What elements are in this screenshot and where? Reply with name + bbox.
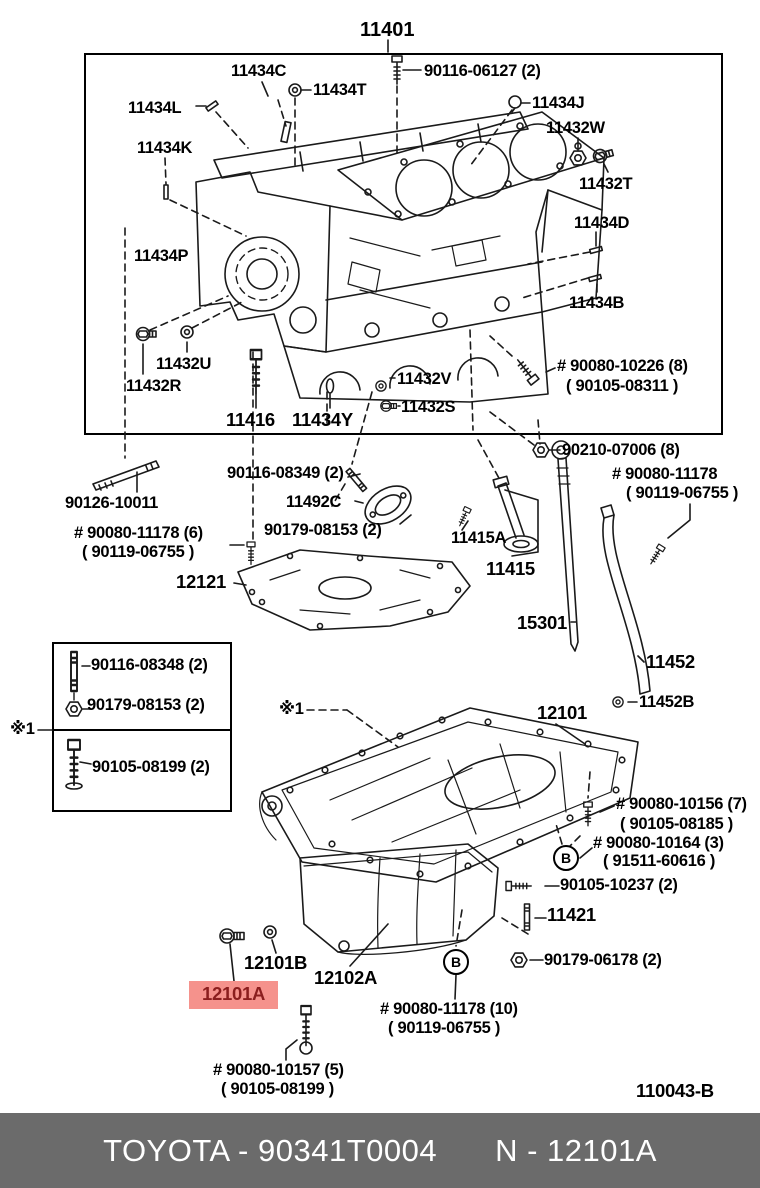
part-callout-11434d[interactable]: 11434D — [574, 214, 630, 232]
fastener-icons — [92, 55, 666, 1055]
part-callout-11432t[interactable]: 11432T — [579, 175, 633, 193]
part-callout-11432u[interactable]: 11432U — [156, 355, 212, 373]
part-callout-90105-08199[interactable]: ( 90105-08199 ) — [221, 1080, 334, 1098]
part-callout-11432s[interactable]: 11432S — [401, 398, 456, 416]
plate-11492c-drawing — [364, 485, 412, 525]
part-callout-90116-08348-2[interactable]: 90116-08348 (2) — [91, 656, 208, 674]
part-callout-90179-08153-2[interactable]: 90179-08153 (2) — [87, 696, 205, 714]
part-callout-11432v[interactable]: 11432V — [397, 370, 452, 388]
part-callout-11434b[interactable]: 11434B — [569, 294, 625, 312]
main-assembly-box — [84, 53, 723, 435]
part-callout-11492c[interactable]: 11492C — [286, 493, 342, 511]
part-callout-90126-10011[interactable]: 90126-10011 — [65, 494, 159, 512]
part-callout-11434c[interactable]: 11434C — [231, 62, 287, 80]
part-callout-11415a[interactable]: 11415A — [451, 529, 507, 547]
reference-marker-1: ※1 — [279, 700, 304, 718]
part-callout-90080-10164-3[interactable]: # 90080-10164 (3) — [593, 834, 724, 852]
part-callout-90080-10226-8[interactable]: # 90080-10226 (8) — [557, 357, 688, 375]
part-callout-11401[interactable]: 11401 — [360, 19, 415, 41]
part-callout-90105-10237-2[interactable]: 90105-10237 (2) — [560, 876, 678, 894]
part-callout-12121[interactable]: 12121 — [176, 571, 226, 592]
part-callout-90119-06755[interactable]: ( 90119-06755 ) — [82, 543, 195, 561]
part-callout-90179-06178-2[interactable]: 90179-06178 (2) — [544, 951, 662, 969]
part-callout-91511-60616[interactable]: ( 91511-60616 ) — [603, 852, 716, 870]
footer-catalog-text: TOYOTA - 90341T0004 — [103, 1132, 438, 1168]
part-callout-90119-06755[interactable]: ( 90119-06755 ) — [626, 484, 739, 502]
part-callout-11415[interactable]: 11415 — [486, 558, 535, 579]
part-callout-90080-11178-10[interactable]: # 90080-11178 (10) — [380, 1000, 518, 1018]
part-callout-11434p[interactable]: 11434P — [134, 247, 189, 265]
part-callout-90116-06127-2[interactable]: 90116-06127 (2) — [424, 62, 541, 80]
part-callout-12102a[interactable]: 12102A — [314, 967, 378, 988]
reference-box-fasteners — [65, 650, 83, 790]
reference-parts-box — [52, 642, 232, 812]
part-callout-11434t[interactable]: 11434T — [313, 81, 367, 99]
dipstick-guide-tube-drawing — [600, 504, 651, 708]
part-callout-11416[interactable]: 11416 — [226, 409, 275, 430]
part-callout-11434k[interactable]: 11434K — [137, 139, 193, 157]
footer-part-text: N - 12101A — [495, 1132, 657, 1168]
part-callout-90080-11178[interactable]: # 90080-11178 — [612, 465, 718, 483]
reference-marker-1: ※1 — [10, 720, 35, 738]
oil-strainer-drawing — [492, 475, 539, 553]
part-callout-90080-10156-7[interactable]: # 90080-10156 (7) — [616, 795, 747, 813]
part-callout-90105-08199-2[interactable]: 90105-08199 (2) — [92, 758, 210, 776]
view-marker-b: B — [553, 845, 579, 871]
part-callout-90210-07006-8[interactable]: 90210-07006 (8) — [562, 441, 680, 459]
part-callout-90080-10157-5[interactable]: # 90080-10157 (5) — [213, 1061, 344, 1079]
part-callout-11434j[interactable]: 11434J — [532, 94, 585, 112]
part-callout-90119-06755[interactable]: ( 90119-06755 ) — [388, 1019, 501, 1037]
oil-pan-upper-drawing — [259, 707, 639, 883]
part-callout-12101b[interactable]: 12101B — [244, 952, 308, 973]
oil-pan-lower-drawing — [299, 843, 499, 955]
part-callout-90105-08311[interactable]: ( 90105-08311 ) — [566, 377, 679, 395]
footer-bar: TOYOTA - 90341T0004 N - 12101A — [0, 1113, 760, 1188]
reference-box-divider — [52, 729, 232, 731]
part-callout-12101a[interactable]: 12101A — [189, 981, 279, 1009]
assembly-dashed-lines — [124, 85, 591, 947]
part-callout-11452[interactable]: 11452 — [646, 651, 695, 672]
view-marker-b: B — [443, 949, 469, 975]
part-callout-11434y[interactable]: 11434Y — [292, 409, 353, 430]
part-callout-11452b[interactable]: 11452B — [639, 693, 695, 711]
figure-code-110043-b: 110043-B — [636, 1080, 714, 1101]
part-callout-11421[interactable]: 11421 — [547, 904, 596, 925]
part-callout-11434l[interactable]: 11434L — [128, 99, 182, 117]
part-callout-90105-08185[interactable]: ( 90105-08185 ) — [620, 815, 733, 833]
part-callout-90080-11178-6[interactable]: # 90080-11178 (6) — [74, 524, 203, 542]
part-callout-11432r[interactable]: 11432R — [126, 377, 182, 395]
part-callout-15301[interactable]: 15301 — [517, 612, 567, 633]
part-callout-90116-08349-2[interactable]: 90116-08349 (2) — [227, 464, 344, 482]
part-callout-12101[interactable]: 12101 — [537, 702, 587, 723]
baffle-plate-drawing — [237, 549, 471, 631]
part-callout-90179-08153-2[interactable]: 90179-08153 (2) — [264, 521, 382, 539]
part-callout-11432w[interactable]: 11432W — [546, 119, 605, 137]
leader-lines — [37, 39, 691, 1061]
